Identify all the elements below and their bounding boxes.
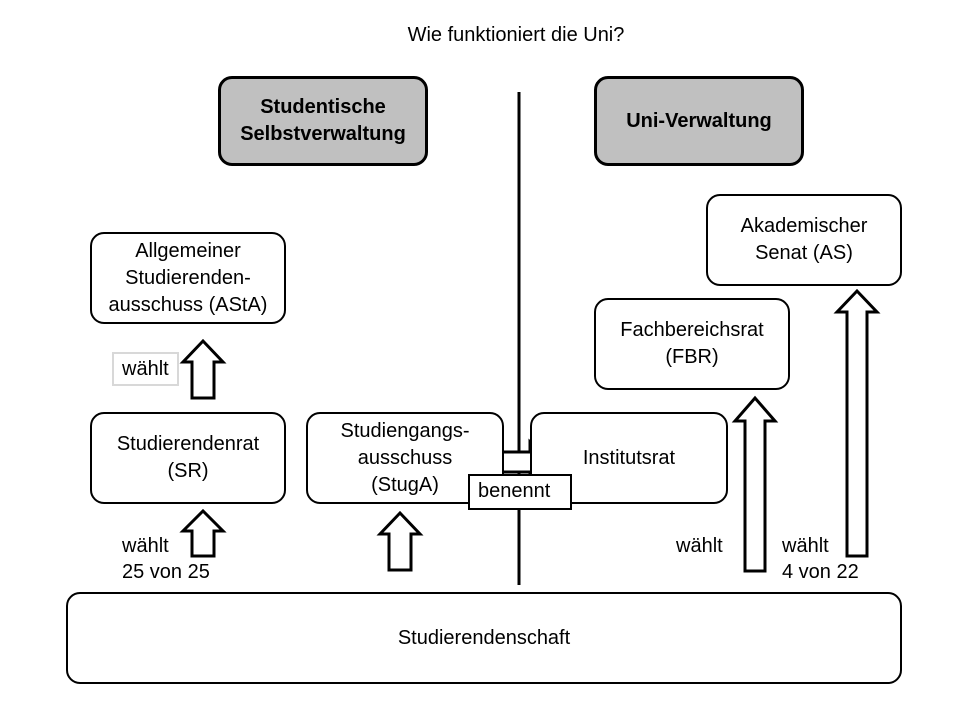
label-benennt: benennt (468, 474, 572, 510)
header-uni-verwaltung: Uni-Verwaltung (594, 76, 804, 166)
arrow-studierendenschaft-to-stuga (376, 510, 424, 572)
header-studentische-selbstverwaltung: Studentische Selbstverwaltung (218, 76, 428, 166)
label-waehlt-sr: wählt 25 von 25 (122, 535, 210, 583)
box-institutsrat: Institutsrat (530, 412, 728, 504)
arrow-sr-to-asta (179, 338, 227, 400)
box-asta: Allgemeiner Studierenden- ausschuss (ASt… (90, 232, 286, 324)
arrow-studierendenschaft-to-sr (179, 508, 227, 558)
label-waehlt-fbr: wählt (676, 535, 723, 557)
box-studierendenschaft: Studierendenschaft (66, 592, 902, 684)
arrow-studierendenschaft-to-fbr (731, 395, 779, 573)
box-studiengangsausschuss: Studiengangs- ausschuss (StugA) (306, 412, 504, 504)
box-fachbereichsrat: Fachbereichsrat (FBR) (594, 298, 790, 390)
label-waehlt-asta: wählt (112, 352, 179, 386)
box-studierendenrat: Studierendenrat (SR) (90, 412, 286, 504)
arrow-studierendenschaft-to-as (833, 288, 881, 558)
box-akademischer-senat: Akademischer Senat (AS) (706, 194, 902, 286)
label-waehlt-as: wählt 4 von 22 (782, 535, 859, 583)
diagram-title: Wie funktioniert die Uni? (407, 24, 625, 46)
